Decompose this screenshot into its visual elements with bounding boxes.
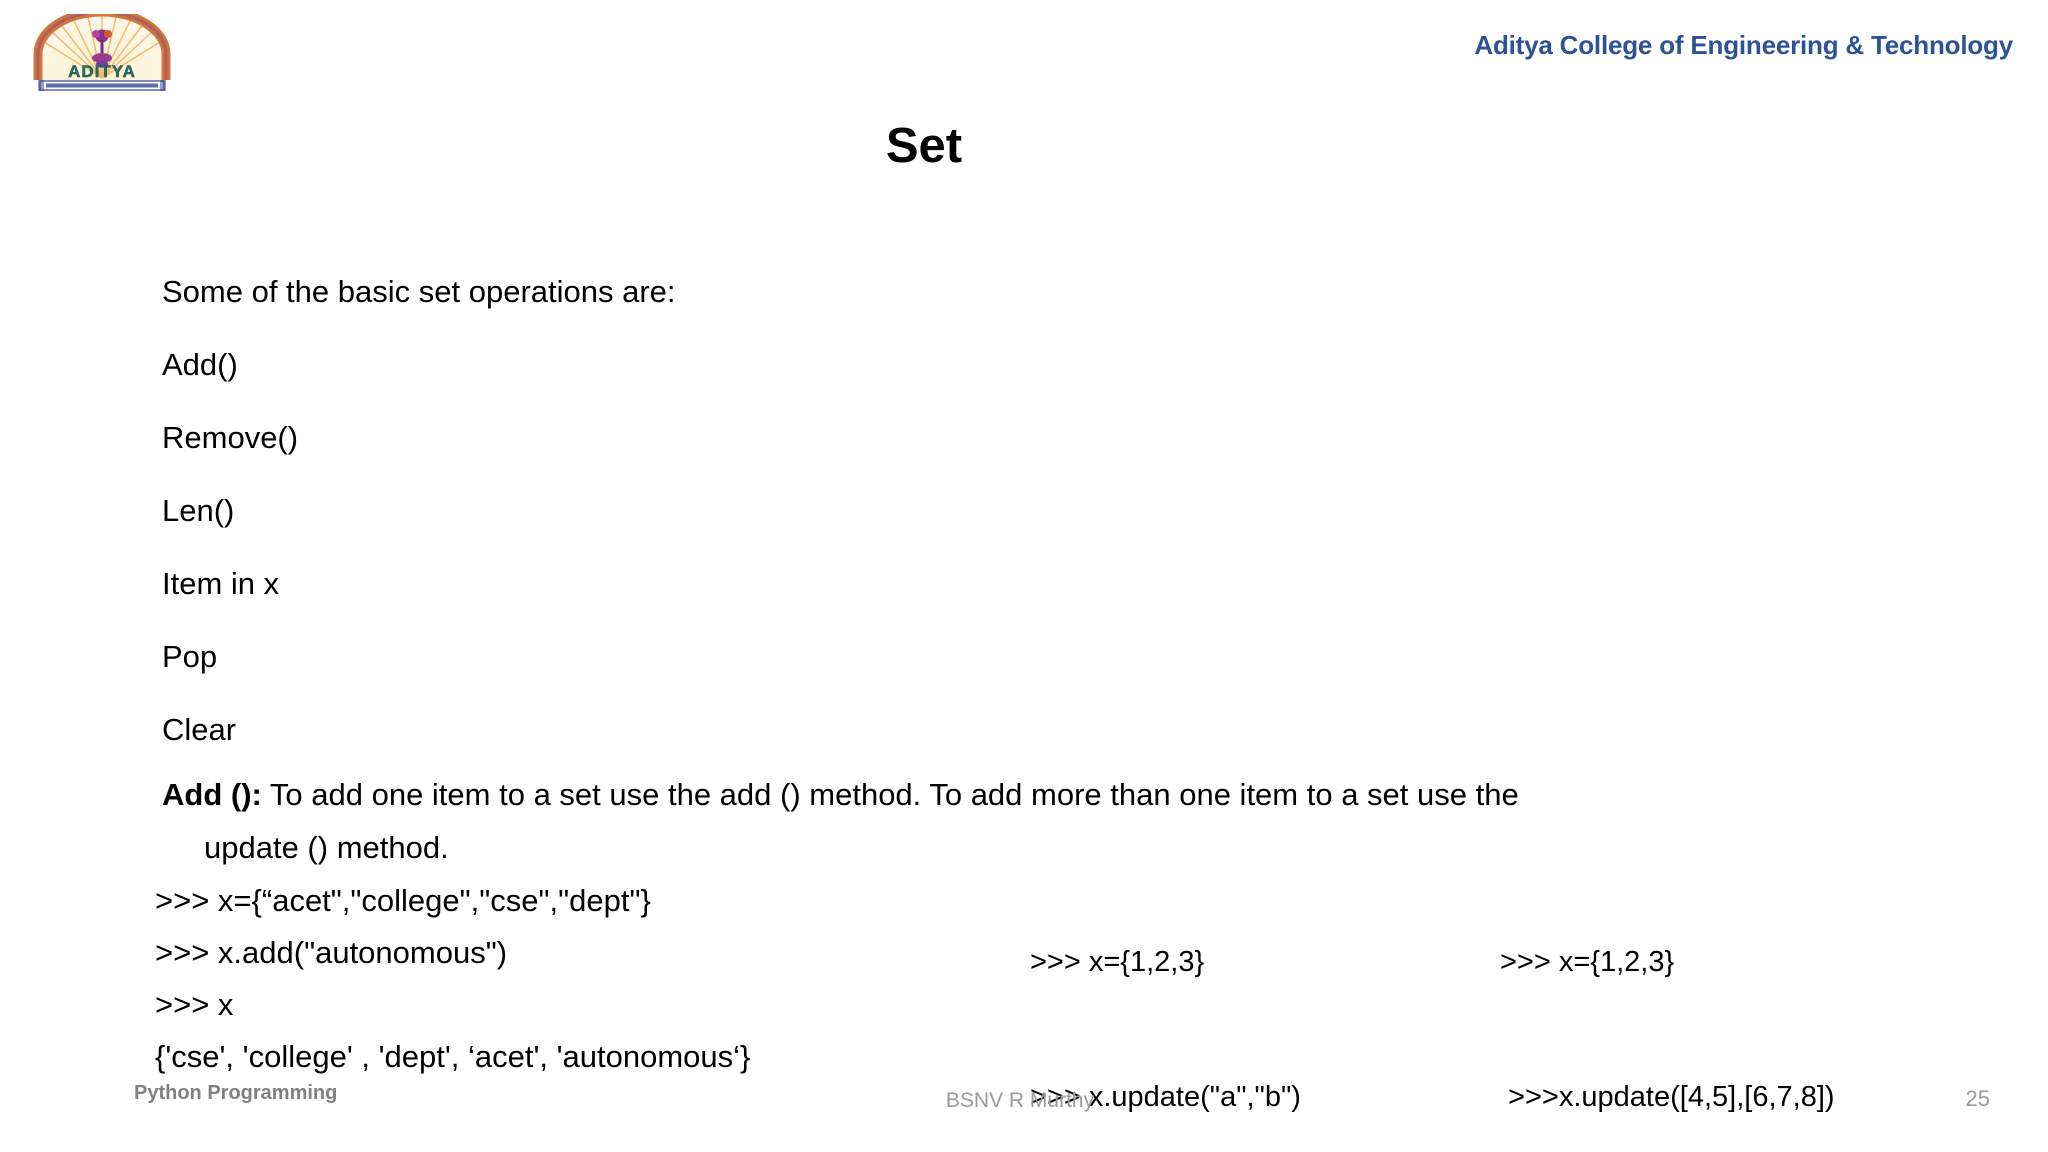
operation-item-item-in-x: Item in x	[162, 566, 280, 601]
console-example-middle: >>> x={1,2,3} >>> x.update("a","b") >>> …	[1030, 850, 1301, 1152]
operation-item-remove: Remove()	[162, 420, 299, 455]
page-title-text: Set	[885, 119, 963, 173]
operation-item-len: Len()	[162, 493, 235, 528]
aditya-college-logo: ADITYA	[32, 7, 172, 94]
console-left-line-2: >>> x.add("autonomous")	[155, 935, 508, 970]
console-right-line-2: >>>x.update([4,5],[6,7,8])	[1500, 1081, 1835, 1113]
footer-course-name: Python Programming	[134, 1082, 338, 1104]
add-method-paragraph: Add (): To add one item to a set use the…	[162, 768, 1952, 874]
add-method-continuation: update () method.	[204, 830, 449, 865]
console-left-line-1: >>> x={“acet","college","cse","dept"}	[155, 883, 651, 918]
footer-page-number: 25	[1965, 1086, 1990, 1111]
console-left-line-4: {'cse', 'college' , 'dept', ‘acet', 'aut…	[155, 1039, 751, 1074]
console-mid-line-2: >>> x.update("a","b")	[1030, 1081, 1301, 1113]
svg-text:ADITYA: ADITYA	[68, 62, 136, 81]
console-mid-line-1: >>> x={1,2,3}	[1030, 946, 1205, 978]
page-title: Set	[0, 122, 2048, 171]
console-right-line-1: >>> x={1,2,3}	[1500, 946, 1675, 978]
add-method-label: Add ():	[162, 777, 262, 812]
console-left-line-3: >>> x	[155, 987, 234, 1022]
console-example-left: >>> x={“acet","college","cse","dept"} >>…	[155, 875, 750, 1083]
footer-author-text: BSNV R Murthy	[945, 1089, 1095, 1112]
college-name: Aditya College of Engineering & Technolo…	[1474, 30, 2013, 60]
footer-author: BSNV R Murthy	[0, 1089, 2048, 1113]
intro-text: Some of the basic set operations are:	[162, 274, 676, 309]
operation-item-clear: Clear	[162, 712, 237, 747]
set-operations-block: Some of the basic set operations are: Ad…	[162, 255, 1962, 766]
operation-item-add: Add()	[162, 347, 238, 382]
operation-item-pop: Pop	[162, 639, 218, 674]
console-example-right: >>> x={1,2,3} >>>x.update([4,5],[6,7,8])…	[1500, 850, 1835, 1152]
add-method-description: To add one item to a set use the add () …	[261, 777, 1519, 812]
